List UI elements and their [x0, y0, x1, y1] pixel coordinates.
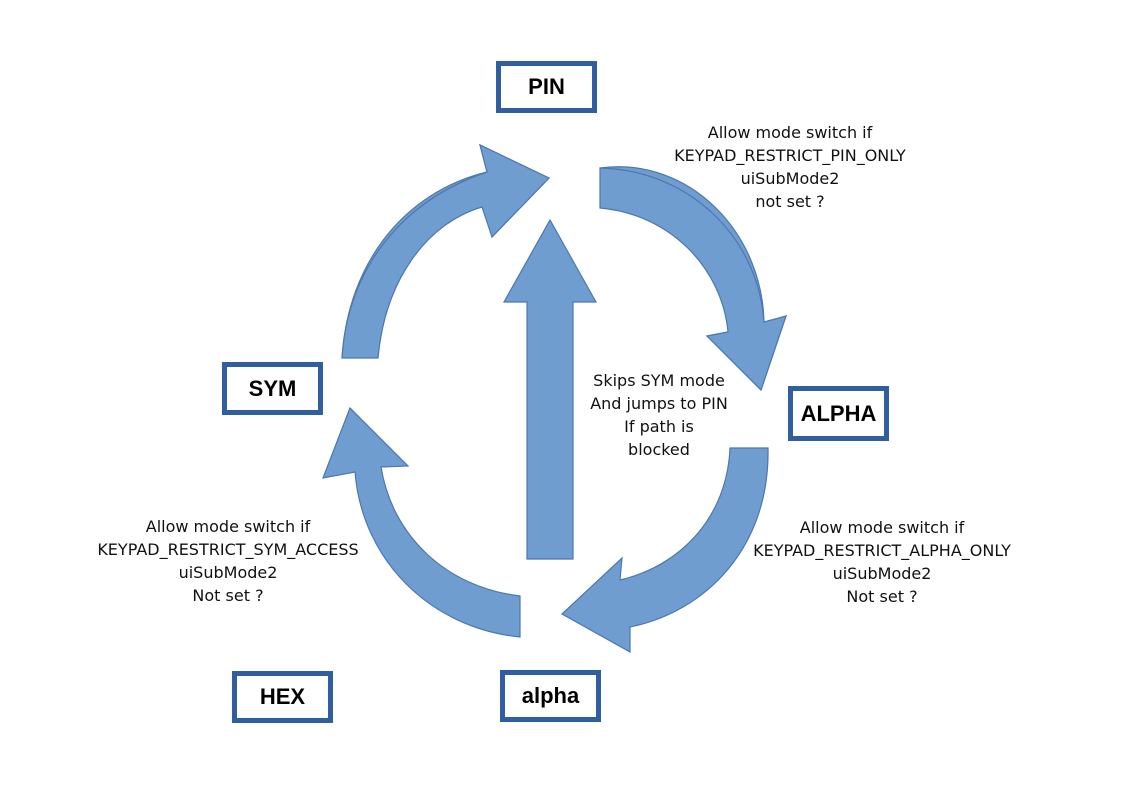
note-line: And jumps to PIN [590, 394, 728, 413]
arrow-skip-to-pin [502, 218, 598, 560]
note-pin-to-alpha: Allow mode switch if KEYPAD_RESTRICT_PIN… [640, 121, 940, 213]
note-line: uiSubMode2 [832, 564, 932, 583]
note-line: Allow mode switch if [145, 517, 311, 536]
alpha-upper-label: ALPHA [800, 400, 877, 426]
note-line: blocked [628, 440, 690, 459]
alpha-lower-label: alpha [521, 683, 580, 708]
note-alpha-to-lower: Allow mode switch if KEYPAD_RESTRICT_ALP… [727, 516, 1037, 608]
sym-box: SYM [222, 362, 323, 415]
arrow-pin-to-alpha-body [599, 167, 787, 392]
note-skip: Skips SYM mode And jumps to PIN If path … [574, 369, 744, 461]
hex-label: HEX [259, 684, 306, 709]
note-lower-to-sym: Allow mode switch if KEYPAD_RESTRICT_SYM… [68, 515, 388, 607]
arrow-lower-to-sym [322, 406, 521, 638]
note-line: Not set ? [846, 587, 918, 606]
note-line: Skips SYM mode [593, 371, 725, 390]
note-line: KEYPAD_RESTRICT_SYM_ACCESS [97, 540, 359, 559]
note-line: uiSubMode2 [178, 563, 278, 582]
note-line: uiSubMode2 [740, 169, 840, 188]
note-line: KEYPAD_RESTRICT_PIN_ONLY [674, 146, 906, 165]
note-line: Allow mode switch if [799, 518, 965, 537]
alpha-lower-box: alpha [500, 670, 601, 722]
note-line: If path is [624, 417, 694, 436]
pin-box: PIN [496, 61, 597, 113]
pin-label: PIN [528, 74, 565, 99]
note-line: Allow mode switch if [707, 123, 873, 142]
note-line: KEYPAD_RESTRICT_ALPHA_ONLY [753, 541, 1011, 560]
note-line: not set ? [755, 192, 825, 211]
arrow-sym-to-pin-body [341, 143, 551, 359]
arrow-alpha-to-lower [560, 447, 769, 654]
alpha-upper-box: ALPHA [788, 386, 889, 441]
hex-box: HEX [232, 671, 333, 723]
note-line: Not set ? [192, 586, 264, 605]
sym-label: SYM [248, 375, 297, 401]
